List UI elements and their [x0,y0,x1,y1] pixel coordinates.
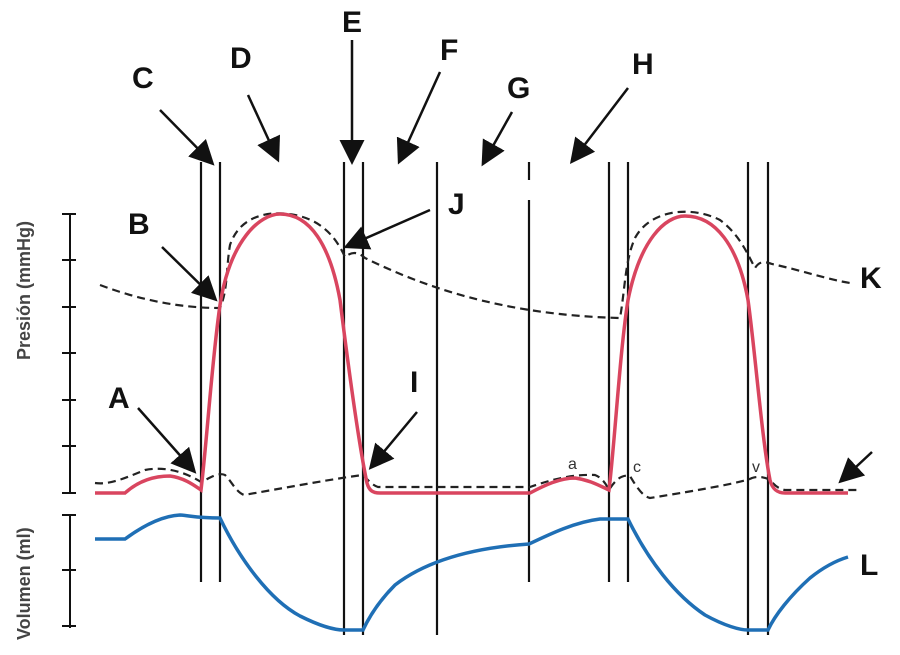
label-L: L [860,549,878,582]
volume-axis-label: Volumen (ml) [14,527,34,640]
ventricular-pressure-curve [95,212,848,495]
label-E: E [342,6,362,39]
aortic-pressure-curve [99,210,851,320]
phase-lines [199,162,770,635]
pressure-axis-label: Presión (mmHg) [14,221,34,360]
label-K: K [860,262,882,295]
label-D: D [230,42,252,75]
atrial-pressure-curve [94,467,860,500]
volume-axis [62,514,76,628]
label-H: H [632,48,654,81]
label-F: F [440,34,458,67]
wave-v-label: v [752,459,760,476]
label-B: B [128,208,150,241]
pointer-arrows [137,40,873,484]
wave-c-label: c [633,459,641,476]
pressure-axis [62,213,76,494]
label-C: C [132,62,154,95]
label-J: J [448,188,465,221]
ventricular-volume-curve [95,513,849,632]
label-G: G [507,72,530,105]
wave-a-label: a [568,456,577,473]
label-A: A [108,382,130,415]
label-I: I [410,366,418,399]
